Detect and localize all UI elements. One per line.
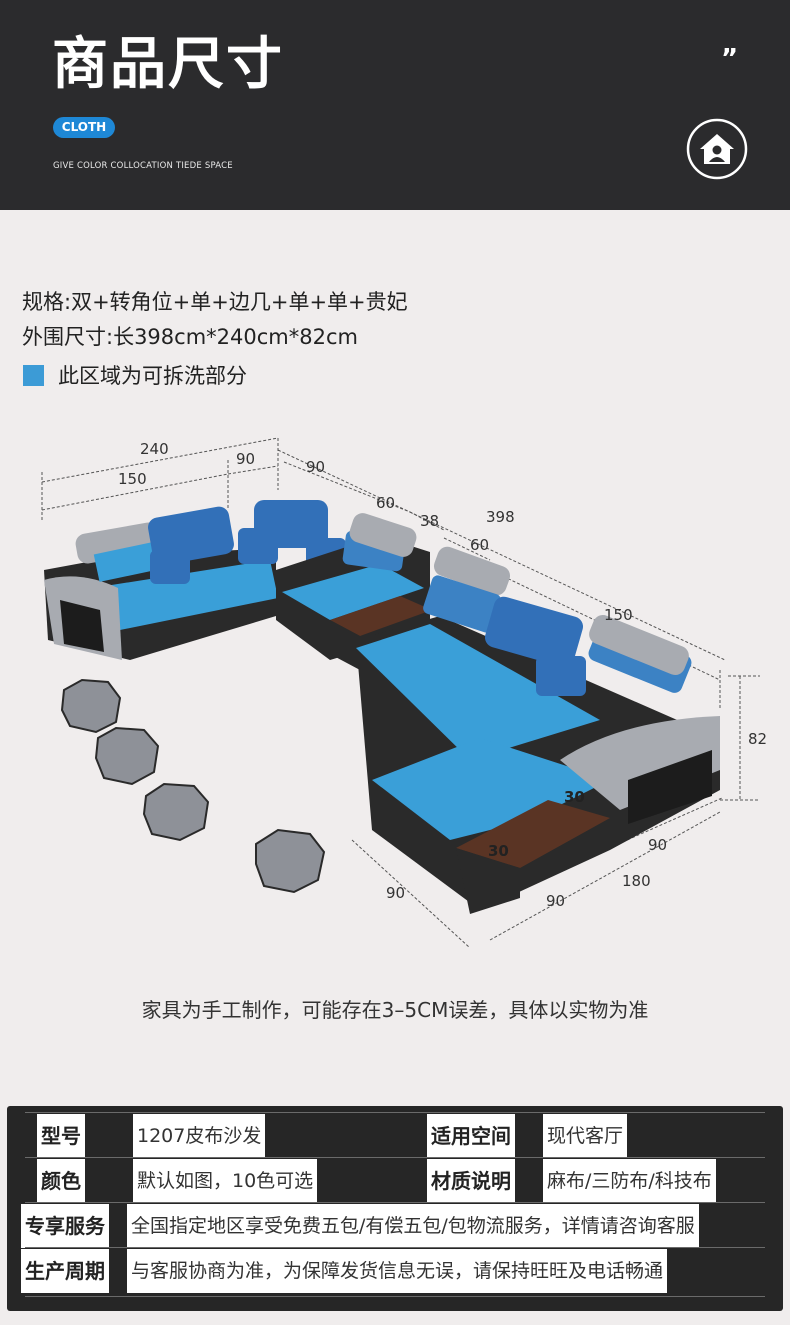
dim-90-b: 90	[306, 458, 325, 476]
dim-90-a: 90	[236, 450, 255, 468]
product-info-table: 型号 1207皮布沙发 适用空间 现代客厅 颜色 默认如图，10色可选 材质说明…	[7, 1106, 783, 1311]
dim-90-c: 90	[648, 836, 667, 854]
divider	[25, 1202, 765, 1203]
info-label: 专享服务	[21, 1204, 109, 1248]
divider	[25, 1157, 765, 1158]
info-label: 生产周期	[21, 1249, 109, 1293]
info-label: 型号	[37, 1114, 85, 1158]
dim-180: 180	[622, 872, 651, 890]
info-value: 全国指定地区享受免费五包/有偿五包/包物流服务，详情请咨询客服	[127, 1204, 699, 1248]
divider	[25, 1296, 765, 1297]
legend-text: 此区域为可拆洗部分	[58, 364, 247, 388]
spec-dimensions: 外围尺寸:长398cm*240cm*82cm	[22, 325, 358, 349]
dim-150-b: 150	[604, 606, 633, 624]
page-title: 商品尺寸	[52, 32, 284, 97]
stools	[60, 678, 326, 894]
cloth-badge: CLOTH	[53, 117, 115, 138]
dimension-labels: 240 150 90 90 60 38 60 398 150 82 30 30 …	[118, 440, 767, 910]
info-row-service: 专享服务 全国指定地区享受免费五包/有偿五包/包物流服务，详情请咨询客服	[7, 1204, 783, 1248]
info-value: 现代客厅	[543, 1114, 628, 1158]
quote-mark: ”	[721, 44, 739, 74]
info-value: 与客服协商为准，为保障发货信息无误，请保持旺旺及电话畅通	[127, 1249, 668, 1293]
sofa-middle-section	[276, 513, 432, 670]
info-row-model: 型号 1207皮布沙发 适用空间 现代客厅	[7, 1114, 783, 1158]
dim-398: 398	[486, 508, 515, 526]
dim-82: 82	[748, 730, 767, 748]
dim-240: 240	[140, 440, 169, 458]
dim-60-a: 60	[376, 494, 395, 512]
spec-config: 规格:双+转角位+单+边几+单+单+贵妃	[22, 290, 408, 314]
info-label: 颜色	[37, 1159, 85, 1203]
dim-30-b: 30	[488, 842, 509, 860]
sofa-right-section	[356, 546, 720, 914]
header-banner: 商品尺寸 CLOTH GIVE COLOR COLLOCATION TIEDE …	[0, 0, 790, 210]
info-row-production: 生产周期 与客服协商为准，为保障发货信息无误，请保持旺旺及电话畅通	[7, 1249, 783, 1293]
home-user-icon	[686, 118, 748, 180]
info-value: 1207皮布沙发	[133, 1114, 266, 1158]
dim-90-d: 90	[386, 884, 405, 902]
info-value: 默认如图，10色可选	[133, 1159, 318, 1203]
sofa-left-section	[44, 500, 346, 660]
dim-38: 38	[420, 512, 439, 530]
sofa-diagram: 240 150 90 90 60 38 60 398 150 82 30 30 …	[41, 437, 767, 949]
dim-90-e: 90	[546, 892, 565, 910]
disclaimer-note: 家具为手工制作，可能存在3–5CM误差，具体以实物为准	[141, 998, 649, 1022]
dim-30-a: 30	[564, 788, 585, 806]
info-label: 材质说明	[427, 1159, 515, 1203]
info-value: 麻布/三防布/科技布	[543, 1159, 716, 1203]
header-subtitle: GIVE COLOR COLLOCATION TIEDE SPACE	[53, 161, 233, 171]
dim-60-b: 60	[470, 536, 489, 554]
legend-swatch	[23, 365, 44, 386]
dim-150-a: 150	[118, 470, 147, 488]
divider	[25, 1247, 765, 1248]
info-label: 适用空间	[427, 1114, 515, 1158]
divider	[25, 1112, 765, 1113]
info-row-color: 颜色 默认如图，10色可选 材质说明 麻布/三防布/科技布	[7, 1159, 783, 1203]
